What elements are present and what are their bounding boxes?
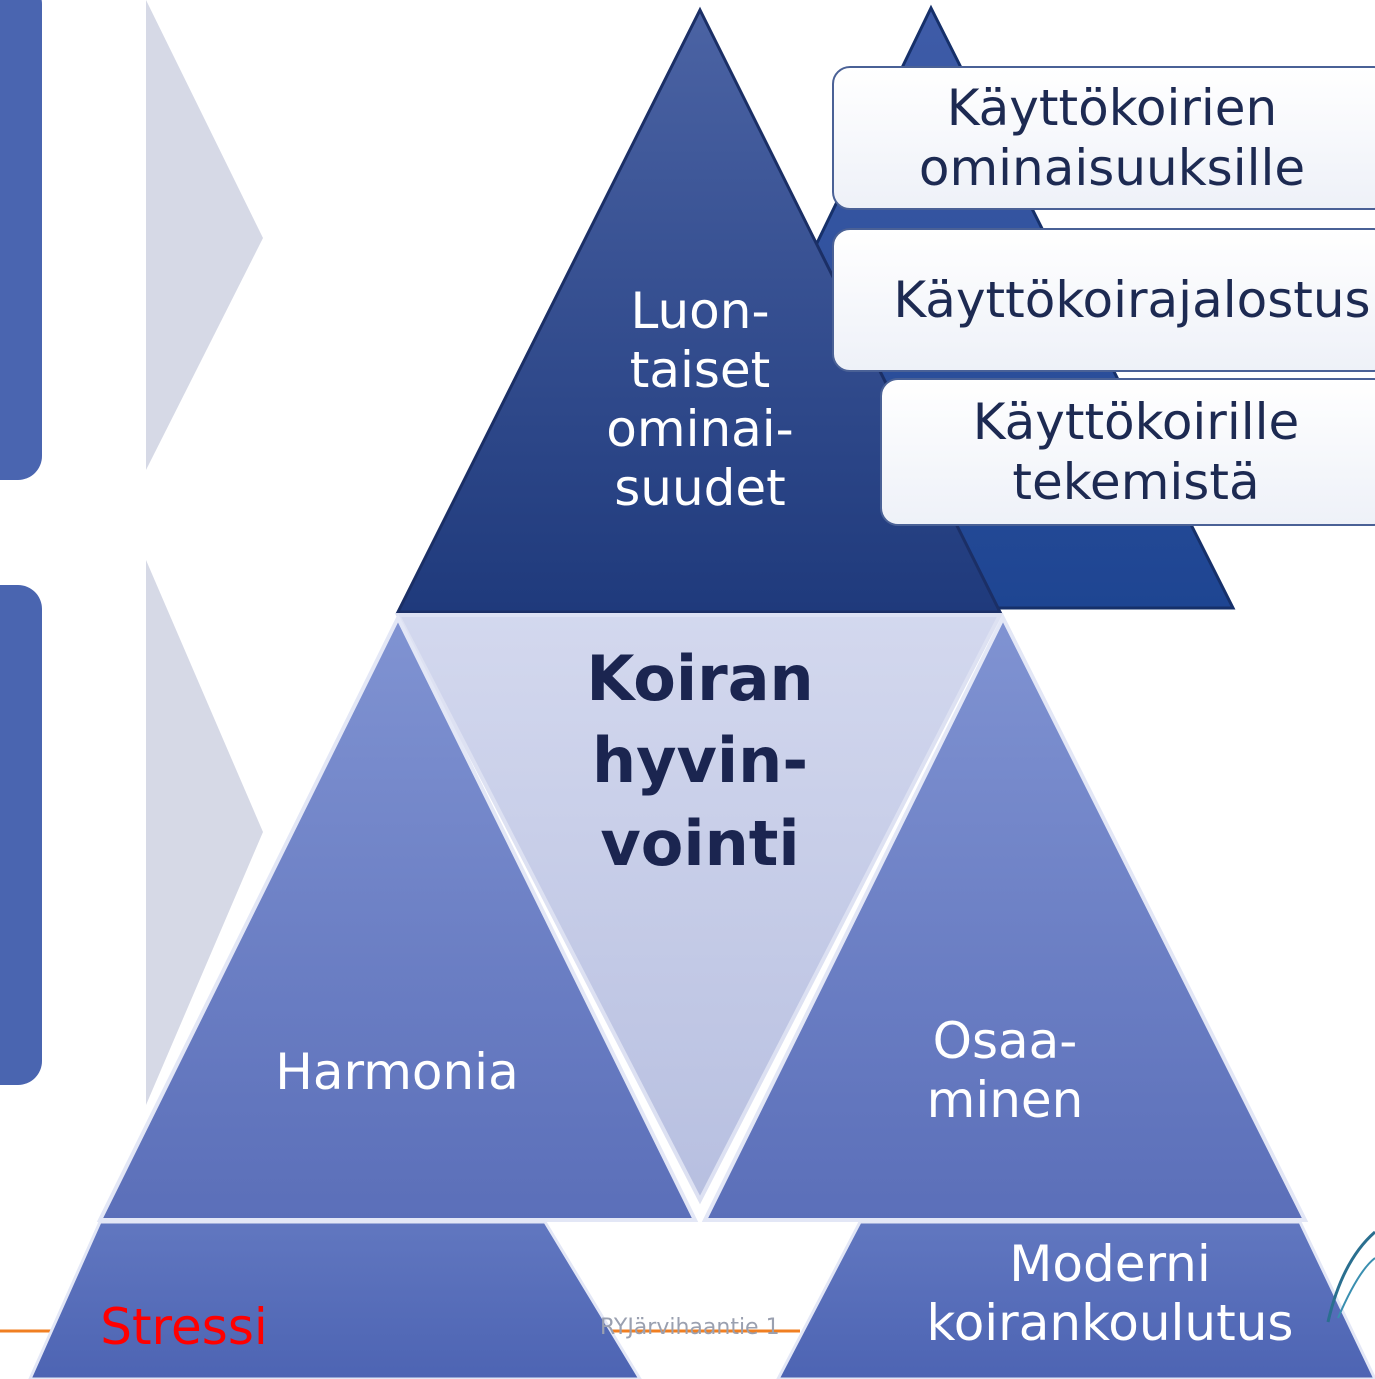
left-bar-bottom — [0, 585, 42, 1085]
footer-text: RYJärvihaantie 1 — [600, 1315, 780, 1340]
center-triangle — [394, 613, 1004, 1205]
left-bar-top — [0, 0, 42, 480]
side-box-1: Käyttökoirien ominaisuuksille — [832, 66, 1375, 210]
top-triangle-label: Luon- taiset ominai- suudet — [606, 282, 794, 517]
side-box-1-label: Käyttökoirien ominaisuuksille — [918, 79, 1306, 197]
left-triangle-label: Harmonia — [275, 1043, 519, 1101]
logo-curve — [1326, 1230, 1375, 1323]
logo-curve-2 — [1337, 1257, 1375, 1319]
center-triangle-label: Koiran hyvin- vointi — [586, 642, 814, 880]
side-box-2: Käyttökoirajalostus — [832, 228, 1375, 372]
side-box-3: Käyttökoirille tekemistä — [880, 378, 1375, 526]
bottom-left-triangle — [28, 1220, 642, 1379]
bottom-left-label: Stressi — [100, 1298, 268, 1356]
side-box-3-label: Käyttökoirille tekemistä — [972, 393, 1300, 511]
side-box-2-label: Käyttökoirajalostus — [893, 271, 1371, 329]
arrow-bottom — [146, 560, 263, 1105]
right-triangle — [701, 613, 1309, 1222]
bottom-right-label: Moderni koirankoulutus — [926, 1235, 1294, 1352]
arrow-top — [146, 0, 263, 470]
right-triangle-label: Osaa- minen — [926, 1012, 1084, 1129]
bottom-right-triangle — [776, 1220, 1375, 1379]
left-triangle — [96, 613, 699, 1222]
